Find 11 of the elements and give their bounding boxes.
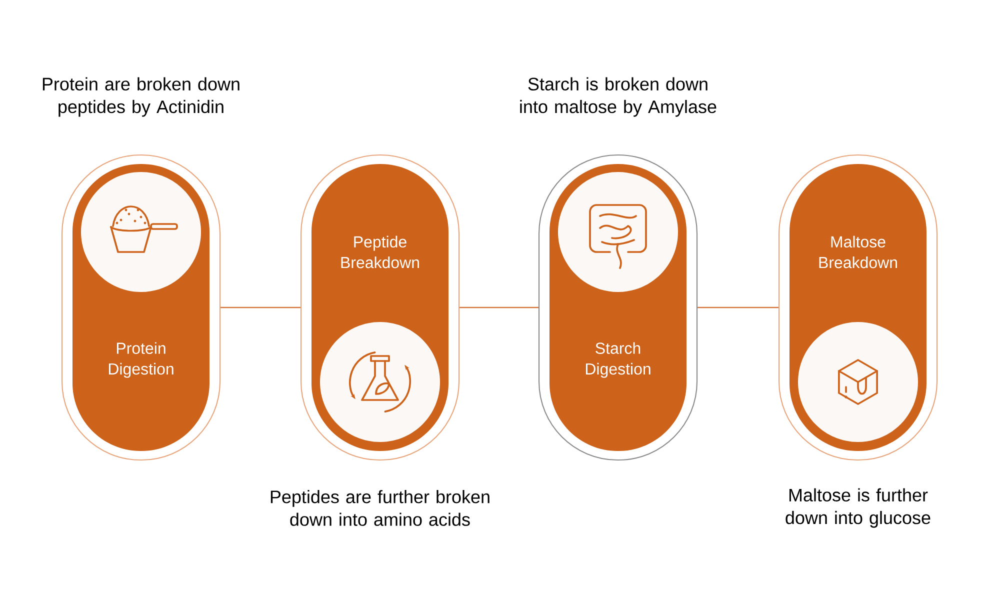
connector-line	[698, 306, 778, 308]
node-label: Protein Digestion	[108, 342, 174, 378]
node-label: Peptides are further broken down into amino acids	[270, 490, 490, 526]
node-label: Starch Digestion	[586, 342, 650, 378]
node-label: Starch is broken down into maltose by Amylase	[520, 77, 716, 117]
node-label: Protein are broken down peptides by Actinidin	[42, 77, 240, 117]
connector-line	[460, 306, 538, 308]
node-label: Peptide Breakdown	[341, 236, 419, 268]
node-label: Maltose Breakdown	[819, 236, 897, 268]
node-label: Maltose is further down into glucose	[786, 488, 930, 528]
connector-line	[220, 306, 300, 308]
